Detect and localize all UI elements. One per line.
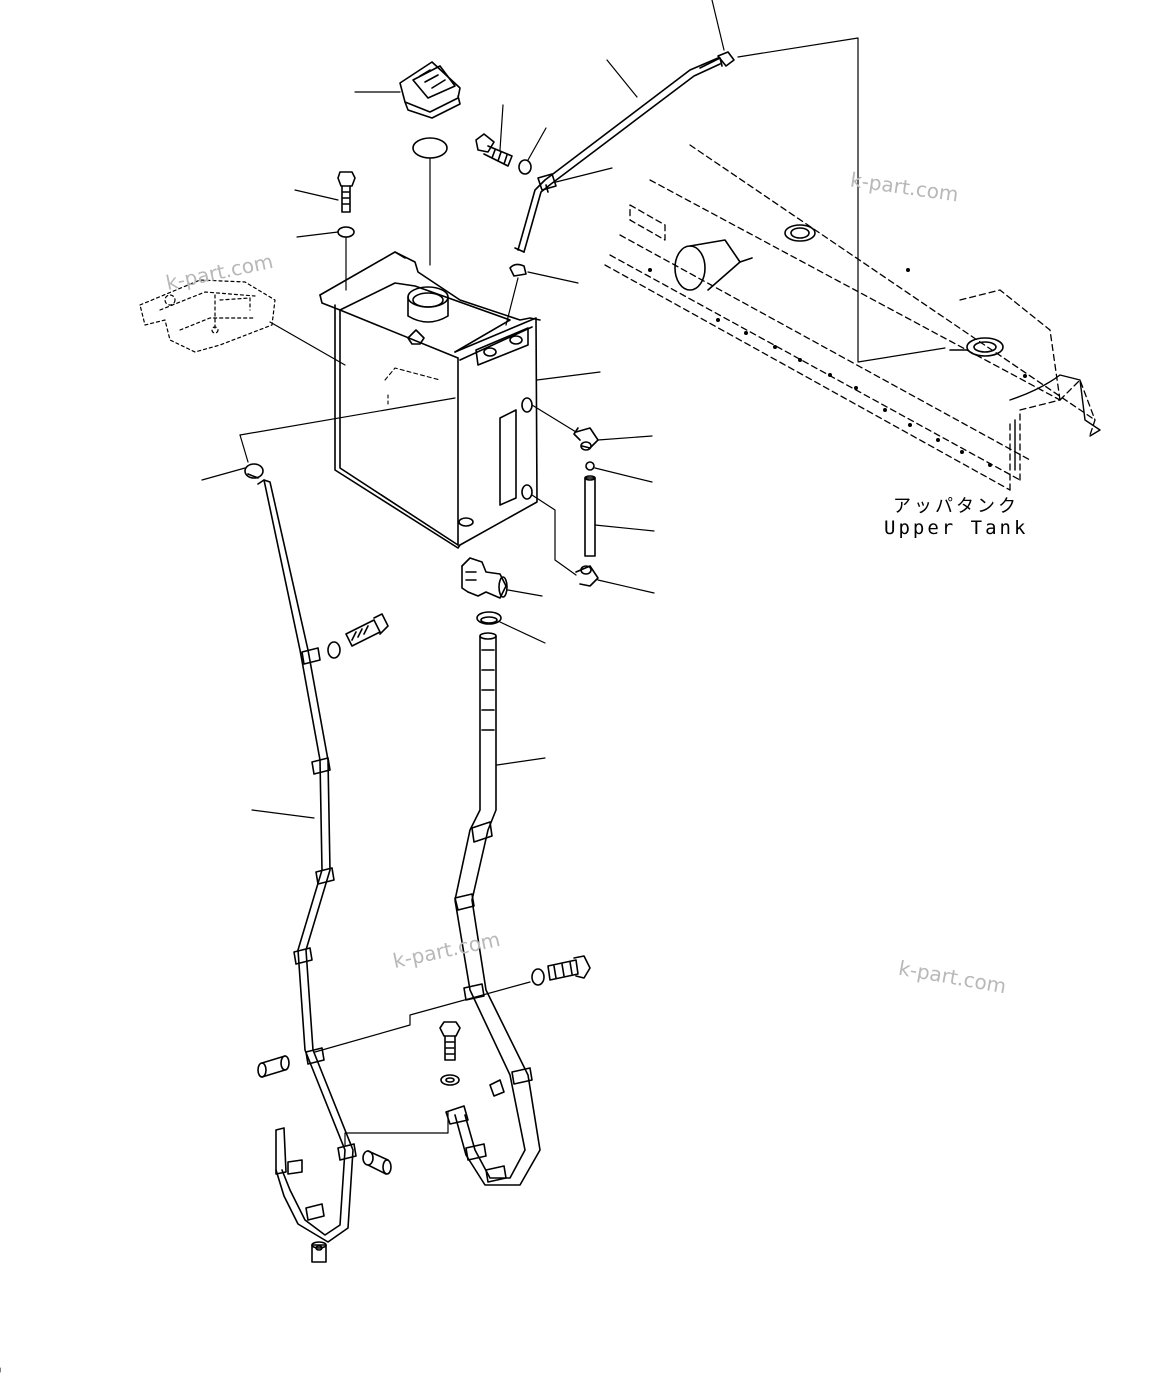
washer-center-leader [527,127,547,161]
o-ring [585,461,595,471]
upper-tank-port [784,224,816,242]
hose-end-plug [311,1241,327,1263]
clamp-bolt-left [327,613,389,659]
bolt-top-left [337,171,356,213]
left-hose-top-clamp-leader [201,467,246,481]
gasket [412,137,448,159]
washer-top-left [337,226,355,238]
upper-tank-label-jp: アッパタンク [893,496,1019,517]
elbow-fitting-upper [573,427,599,451]
bolt-center-leader [499,104,504,151]
elbow-upper-leader [597,435,653,441]
left-hose-clamps [287,647,357,1221]
mounting-bracket [139,279,276,353]
filler-cap [399,61,461,119]
drain-elbow [461,557,508,599]
clamp-top-leader [555,167,613,183]
upper-tank-filler-neck [949,337,1004,357]
tank-corner-leader [239,397,456,436]
hose-clamp-top [537,173,557,193]
hose-end-leader [711,0,725,51]
plug-leader [344,1111,449,1146]
overflow-hose-top [514,57,723,253]
o-ring-leader [594,467,653,483]
hose-cap-left [257,1055,290,1078]
elbow-upper-port-leader [531,404,577,433]
clamp-tank-leader [527,271,579,284]
elbow-lower-leader [597,579,655,594]
lower-clamp-right [445,1079,505,1125]
elbow-fitting-lower [575,565,599,587]
upper-tank-bolt-holes [648,268,1027,467]
upper-tank-frame [604,144,1101,491]
clamp-tank-leader-down [505,277,519,326]
drain-elbow-leader [507,589,543,597]
level-tube-leader [594,524,655,532]
washer-top-center [518,159,532,175]
tank-leader [536,371,601,381]
drain-clamp [476,611,502,625]
hose-end-clamp [717,51,735,67]
right-hose-clamps [454,821,533,1183]
clamp-bolt-right [531,955,591,986]
washer-leader [296,231,339,238]
hose-cap-center [362,1150,392,1175]
bolt-to-clamp-leader [314,981,531,1053]
left-hose [244,463,354,1243]
bracket-leader [269,321,346,366]
hose-clamp-tank [509,263,527,277]
right-hose-leader [496,757,546,766]
upper-tank-leader [737,37,946,363]
level-tube [584,475,596,557]
upper-tank-label-en: Upper Tank [884,517,1029,539]
upper-tank-pipe-stub [674,239,753,291]
drain-clamp-leader [499,621,546,644]
left-hose-leader [251,809,315,819]
bolt-top-center [475,133,513,167]
elbow-lower-port-leader [531,494,577,576]
clamp-bolt-vertical [439,1021,461,1086]
reservoir-tank [319,251,541,549]
right-hose [454,632,541,1186]
bolt-leader [294,189,339,201]
hose-top-leader [606,59,638,98]
tank-corner-leader-v [239,434,249,463]
